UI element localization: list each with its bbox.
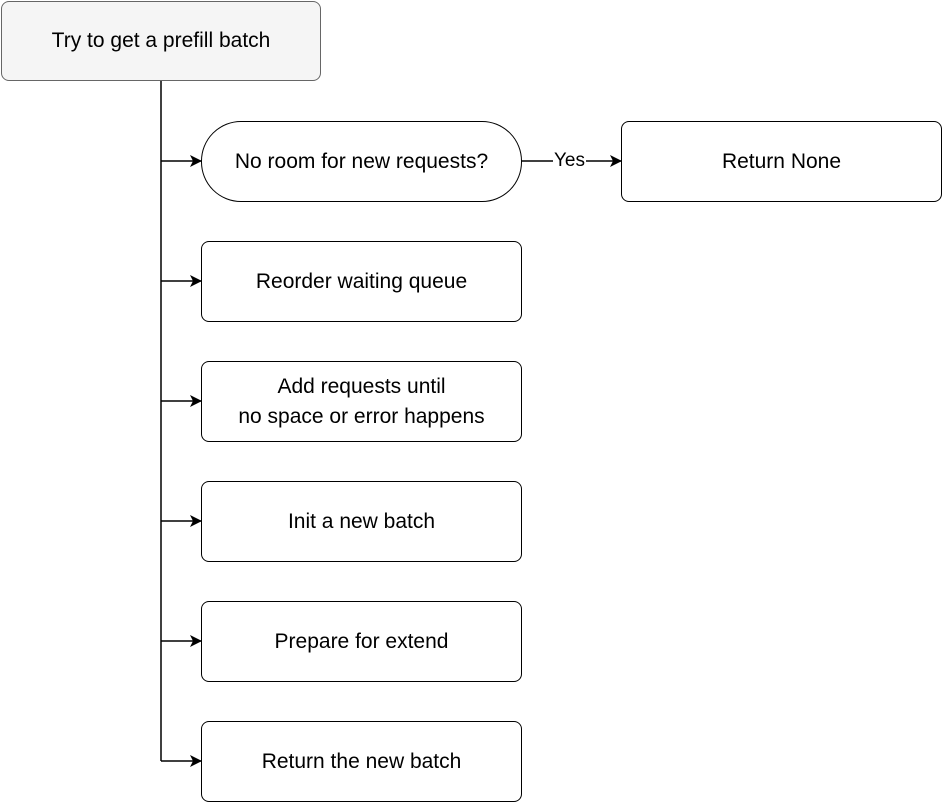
decision-no-room-node: No room for new requests? [201,121,522,202]
return-none-node: Return None [621,121,942,202]
yes-edge-label: Yes [553,150,586,172]
step-reorder-queue-node: Reorder waiting queue [201,241,522,322]
step-return-batch-node: Return the new batch [201,721,522,802]
root-node: Try to get a prefill batch [1,1,321,81]
step-prepare-extend-node: Prepare for extend [201,601,522,682]
step-init-batch-node: Init a new batch [201,481,522,562]
step-add-requests-node: Add requests until no space or error hap… [201,361,522,442]
